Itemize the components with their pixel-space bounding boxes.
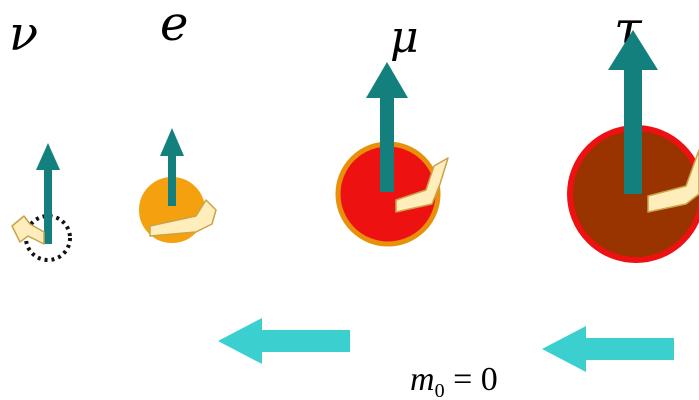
muon-particle	[335, 62, 449, 247]
muon-spin-ribbon	[395, 157, 449, 213]
neutrino-outline	[24, 214, 72, 262]
electron-spin-arrow	[160, 128, 184, 206]
muon-spin-arrow	[366, 62, 408, 192]
neutrino-spin-ribbon	[11, 215, 45, 245]
formula-equals: = 0	[445, 361, 498, 398]
neutrino-label: ν	[9, 6, 38, 62]
tau-spin-arrow	[608, 30, 658, 194]
muon-label: μ	[390, 12, 419, 63]
mass-formula: m0 = 0	[410, 361, 498, 400]
neutrino-spin-arrow	[36, 143, 60, 244]
electron-spin-ribbon	[149, 199, 217, 237]
formula-subscript: 0	[435, 380, 445, 400]
electron-label: e	[160, 0, 188, 52]
tau-particle	[567, 30, 699, 263]
formula-var: m	[410, 361, 435, 398]
neutrino-particle	[11, 143, 72, 262]
electron-particle	[139, 128, 217, 243]
motion-arrow-right	[542, 326, 674, 372]
motion-arrow-left	[218, 318, 350, 364]
tau-spin-ribbon	[647, 149, 699, 213]
